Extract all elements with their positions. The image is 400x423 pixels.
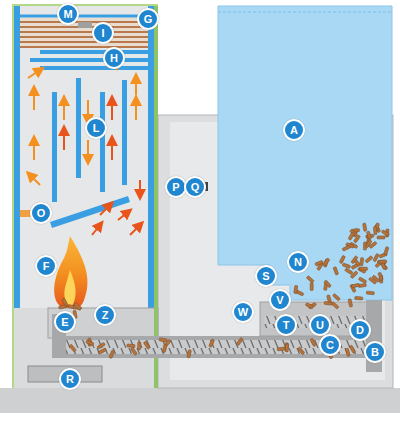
flue-arrow (118, 212, 128, 220)
callout-letter: D (349, 319, 371, 341)
pellet (143, 341, 150, 349)
pellet (384, 247, 389, 256)
flue-arrow (33, 140, 35, 160)
pellet (381, 230, 389, 237)
pellet (324, 280, 332, 288)
callout-letter: G (137, 8, 159, 30)
pellet (294, 285, 298, 293)
callout-letter: U (309, 314, 331, 336)
callout-letter: E (54, 311, 76, 333)
pellet (69, 344, 76, 352)
callout-letter: H (103, 47, 125, 69)
flue-arrow (33, 90, 35, 110)
pellet (351, 283, 359, 288)
flue-arrow (30, 175, 40, 185)
pellet (348, 299, 353, 307)
callout-letter: N (287, 251, 309, 273)
pellet (363, 223, 367, 231)
flue-arrow (92, 225, 100, 235)
pellet (345, 268, 353, 275)
callout-letter: S (255, 265, 277, 287)
flue-arrow (100, 205, 110, 215)
flue-arrow (111, 140, 113, 160)
flue-arrow (63, 100, 65, 120)
flue-arrow (135, 100, 137, 120)
flue-arrow (135, 78, 137, 95)
pellet (349, 345, 356, 353)
pellet (209, 339, 215, 348)
pellet (377, 236, 385, 239)
pellet (323, 258, 330, 266)
flue-arrow (87, 100, 89, 120)
callout-letter: L (85, 117, 107, 139)
pellet (127, 344, 135, 348)
pellet (324, 301, 332, 305)
callout-letter: Q (184, 176, 206, 198)
pellet (373, 253, 379, 261)
flue-arrow (130, 225, 140, 235)
flue-arrow (139, 180, 141, 195)
pellet (360, 258, 364, 266)
callout-letter: Z (94, 304, 116, 326)
pellet (306, 276, 314, 284)
pellet (350, 271, 358, 279)
pellet (373, 227, 377, 235)
pellet (236, 338, 243, 346)
callout-letter: B (364, 341, 386, 363)
pellet (97, 342, 105, 349)
pellet (109, 350, 115, 359)
flue-arrow (63, 130, 65, 150)
pellet (355, 296, 363, 300)
pellet (74, 302, 82, 310)
callout-letter: T (275, 314, 297, 336)
pellet (310, 338, 317, 346)
pellet (130, 347, 137, 355)
pellet (277, 347, 285, 351)
callout-letter: A (283, 119, 305, 141)
callout-letter: F (35, 255, 57, 277)
pellet (366, 291, 374, 295)
pellet (379, 260, 387, 264)
pellet (378, 272, 383, 281)
pellet (333, 267, 339, 276)
pellet (62, 298, 68, 306)
callout-letter: I (92, 22, 114, 44)
pellet (366, 231, 371, 240)
pellet (351, 256, 358, 264)
pellet (187, 350, 192, 358)
pellet (159, 338, 167, 342)
pellet (345, 348, 350, 357)
pellet (353, 235, 360, 243)
callout-letter: M (57, 3, 79, 25)
pellet (339, 255, 345, 264)
pellet (86, 340, 95, 346)
pellet (162, 344, 167, 352)
pellet (332, 293, 340, 301)
pellet (138, 342, 141, 350)
pellet (365, 256, 373, 263)
callout-letter: R (59, 368, 81, 390)
pellet (342, 245, 351, 251)
callout-letter: V (269, 289, 291, 311)
flue-arrow (111, 100, 113, 120)
flue-arrow (87, 140, 89, 160)
pellet (360, 267, 368, 270)
pellet (305, 303, 313, 309)
pellet (369, 277, 377, 284)
callout-letter: O (30, 202, 52, 224)
pellet (285, 344, 289, 352)
callout-letter: W (232, 301, 254, 323)
pellet (348, 232, 355, 240)
pellet (342, 263, 351, 269)
pellet (297, 347, 305, 355)
flue-arrow (28, 70, 40, 78)
pellet (315, 260, 324, 266)
callout-letter: C (319, 334, 341, 356)
pellet (358, 277, 366, 284)
pellet (310, 283, 313, 291)
pellet (369, 241, 377, 248)
